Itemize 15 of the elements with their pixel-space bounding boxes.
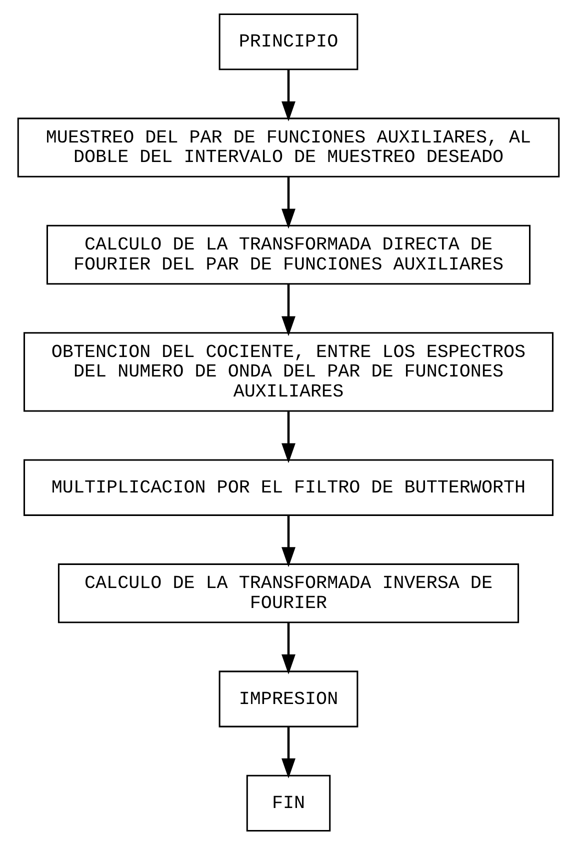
- node-box: CALCULO DE LA TRANSFORMADA INVERSA DE FOURIER: [57, 563, 519, 624]
- arrow: [281, 727, 295, 778]
- arrow: [281, 176, 295, 229]
- arrow: [281, 412, 295, 464]
- node-box: MUESTREO DEL PAR DE FUNCIONES AUXILIARES, AL DOBLE DEL INTERVALO DE MUESTREO DESEADO: [16, 118, 560, 178]
- arrow: [281, 622, 295, 674]
- node-box: IMPRESION: [218, 670, 358, 728]
- node-box: CALCULO DE LA TRANSFORMADA DIRECTA DE FOURIER DEL PAR DE FUNCIONES AUXILIARES: [46, 224, 530, 285]
- arrow: [281, 284, 295, 336]
- arrow: [281, 70, 295, 122]
- node-box: MULTIPLICACION POR EL FILTRO DE BUTTERWORTH: [23, 459, 553, 516]
- arrow: [281, 516, 295, 568]
- node-box: PRINCIPIO: [218, 14, 358, 70]
- node-box: OBTENCION DEL COCIENTE, ENTRE LOS ESPECTROS DEL NUMERO DE ONDA DEL PAR DE FUNCIONES AUXILIARES: [23, 332, 553, 412]
- node-box: FIN: [246, 774, 330, 832]
